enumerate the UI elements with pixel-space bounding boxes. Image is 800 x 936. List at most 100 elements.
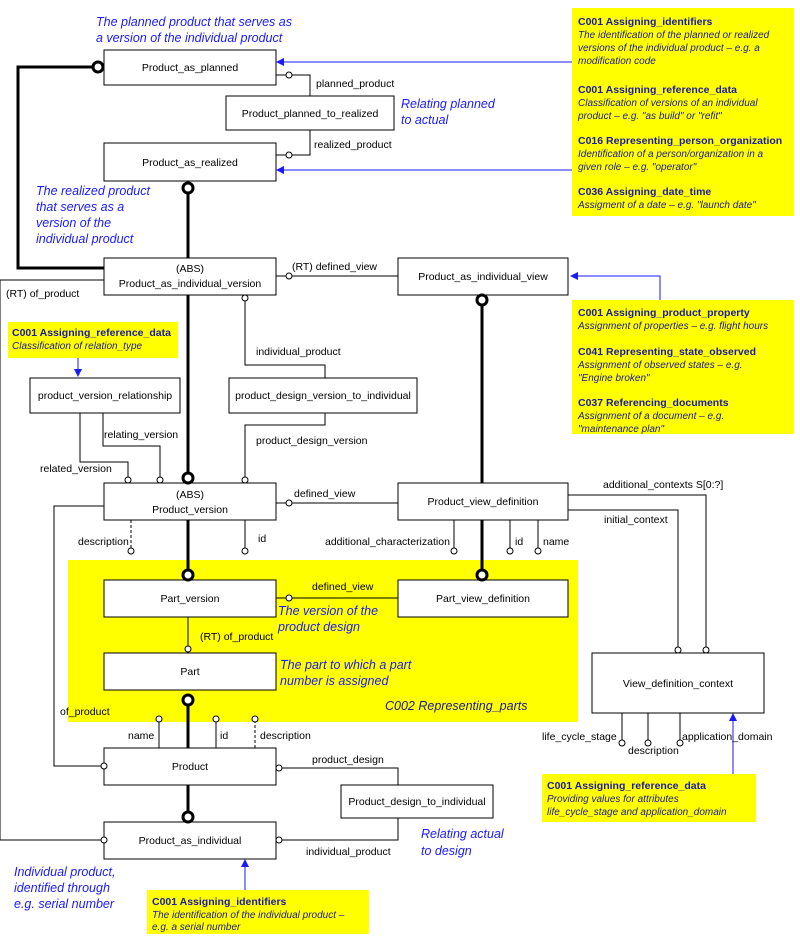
entity-label: Product xyxy=(172,761,208,773)
label-application-domain: application_domain xyxy=(682,731,773,743)
line-planned-product xyxy=(276,74,311,96)
end-circle xyxy=(676,739,684,747)
end-circle xyxy=(181,693,195,707)
entity-label: Product_view_definition xyxy=(428,496,539,508)
entity-product-as-individual-version[interactable]: (ABS) Product_as_individual_version xyxy=(103,257,277,296)
note-mid-right-text: C001 Assigning_product_property Assignme… xyxy=(577,307,768,435)
note-body: life_cycle_stage and application_domain xyxy=(547,807,727,818)
annotation-version: The version of the xyxy=(278,604,378,618)
line-relating-version xyxy=(102,413,161,483)
line-related-version xyxy=(79,413,129,483)
end-circle xyxy=(534,547,542,555)
note-bottom-right-text: C001 Assigning_reference_data Providing … xyxy=(547,780,727,818)
entity-label: Part xyxy=(180,666,199,678)
end-circle xyxy=(618,739,626,747)
end-circle xyxy=(702,646,710,654)
label-name: name xyxy=(543,536,569,548)
label-id: id xyxy=(220,730,228,742)
note-title: C001 Assigning_reference_data xyxy=(547,780,706,792)
entity-product-as-individual[interactable]: Product_as_individual xyxy=(103,821,277,860)
note-title: C001 Assigning_reference_data xyxy=(12,327,171,339)
note-left-small-text: C001 Assigning_reference_data Classifica… xyxy=(12,327,171,352)
note-title: C001 Assigning_product_property xyxy=(578,307,750,319)
entity-product-planned-to-realized[interactable]: Product_planned_to_realized xyxy=(225,95,395,131)
entity-product-as-realized[interactable]: Product_as_realized xyxy=(103,142,277,182)
entity-product-version[interactable]: (ABS) Product_version xyxy=(103,482,277,521)
end-circle xyxy=(127,547,135,555)
entity-part-version[interactable]: Part_version xyxy=(103,579,277,618)
line-individual-product-1 xyxy=(244,295,326,378)
entity-label: Product_as_planned xyxy=(142,62,238,74)
line-individual-product-2 xyxy=(276,818,399,841)
note-title: C041 Representing_state_observed xyxy=(578,346,756,358)
note-body: Assigment of a date – e.g. "launch date" xyxy=(577,200,756,211)
note-body: product – e.g. "as build" or "refit" xyxy=(577,111,722,122)
entity-view-definition-context[interactable]: View_definition_context xyxy=(591,652,765,714)
end-circle xyxy=(181,471,195,485)
annotation-part: number is assigned xyxy=(280,674,389,688)
note-mid-right xyxy=(572,300,794,434)
end-circle xyxy=(184,645,192,653)
note-body: modification code xyxy=(578,56,656,67)
label-related-version: related_version xyxy=(40,463,112,475)
label-rt-of-product: (RT) of_product xyxy=(200,631,273,643)
entity-product-version-relationship[interactable]: product_version_relationship xyxy=(29,377,181,414)
entity-label: Product_as_realized xyxy=(142,157,238,169)
entity-label: Part_version xyxy=(161,593,220,605)
line-product-design-version xyxy=(244,413,326,483)
end-circle xyxy=(124,476,132,484)
end-circle xyxy=(475,568,489,582)
note-body: Assignment of a document – e.g. xyxy=(577,411,724,422)
entity-product-design-version-to-individual[interactable]: product_design_version_to_individual xyxy=(228,377,418,414)
note-title: C001 Assigning_reference_data xyxy=(578,84,737,96)
end-circle xyxy=(241,476,249,484)
end-circle xyxy=(674,646,682,654)
note-body: Classification of versions of an individ… xyxy=(578,98,758,109)
end-circle xyxy=(241,294,249,302)
blue-arrowhead xyxy=(241,859,249,867)
end-circle xyxy=(285,151,293,159)
annotation-part: The part to which a part xyxy=(280,658,412,672)
line-additional-contexts xyxy=(568,494,707,650)
note-body: "maintenance plan" xyxy=(578,424,664,435)
annotation-relating-design: Relating actual xyxy=(421,827,505,841)
annotation-planned: The planned product that serves as xyxy=(96,15,292,29)
entity-label: Product_as_individual_view xyxy=(418,271,548,283)
note-body: Identification of a person/organization … xyxy=(578,149,764,160)
note-body: e.g. a serial number xyxy=(152,922,241,933)
end-circle xyxy=(91,60,105,74)
entity-abs-label: (ABS) xyxy=(176,489,204,501)
end-circle xyxy=(241,547,249,555)
entity-label: Product_as_individual xyxy=(139,835,242,847)
line-thick-planned-subtype xyxy=(16,65,104,270)
note-title: C016 Representing_person_organization xyxy=(578,135,782,147)
entity-product-as-planned[interactable]: Product_as_planned xyxy=(103,49,277,86)
note-left-small xyxy=(8,322,178,358)
end-circle xyxy=(285,272,293,280)
end-circle xyxy=(100,762,108,770)
label-life-cycle-stage: life_cycle_stage xyxy=(542,731,617,743)
label-defined-view: defined_view xyxy=(294,488,356,500)
end-circle xyxy=(181,568,195,582)
note-body: versions of the individual product – e.g… xyxy=(578,43,760,54)
note-body: Assignment of observed states – e.g. xyxy=(577,360,743,371)
entity-part-view-definition[interactable]: Part_view_definition xyxy=(397,579,569,618)
annotation-relating-planned: to actual xyxy=(401,113,449,127)
entity-product-design-to-individual[interactable]: Product_design_to_individual xyxy=(340,784,494,819)
note-title: C037 Referencing_documents xyxy=(578,397,729,409)
label-name: name xyxy=(128,730,154,742)
annotation-realized: The realized product xyxy=(36,184,150,198)
entity-part[interactable]: Part xyxy=(103,652,277,691)
note-top-right-text: C001 Assigning_identifiers The identific… xyxy=(577,16,782,211)
label-product-design: product_design xyxy=(312,754,384,766)
entity-product[interactable]: Product xyxy=(103,747,277,786)
annotation-relating-design: to design xyxy=(421,844,472,858)
entity-product-as-individual-view[interactable]: Product_as_individual_view xyxy=(397,257,569,296)
entity-label: Product_planned_to_realized xyxy=(242,108,379,120)
end-circle xyxy=(156,476,164,484)
line-realized-product xyxy=(276,130,311,156)
note-body: The identification of the individual pro… xyxy=(152,910,345,921)
note-bottom-right xyxy=(542,774,756,822)
entity-product-view-definition[interactable]: Product_view_definition xyxy=(397,482,569,521)
blue-arrowhead xyxy=(276,166,284,174)
